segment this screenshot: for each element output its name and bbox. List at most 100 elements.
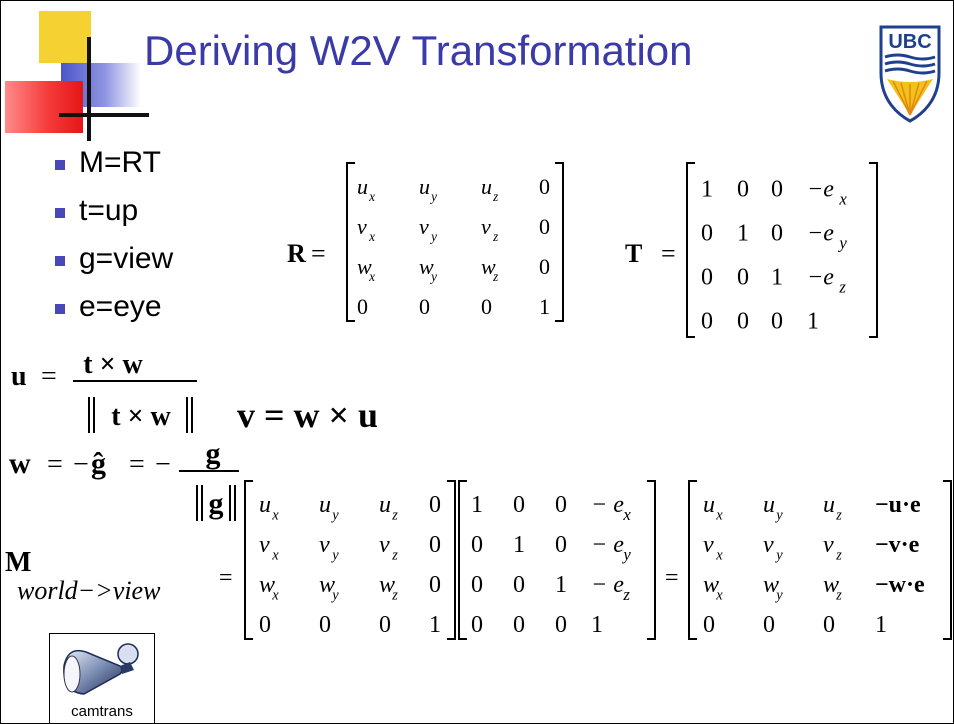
matrix-subscript: x xyxy=(271,507,279,523)
matrix-entry: 0 xyxy=(319,612,331,638)
matrix-entry: 0 xyxy=(357,294,368,319)
camtrans-applet-link[interactable]: camtrans xyxy=(49,633,155,723)
decor-red-block xyxy=(5,81,83,133)
m-subscript: world−>view xyxy=(17,576,161,605)
matrix-subscript: z xyxy=(391,587,398,603)
matrix-entry: 0 xyxy=(555,492,567,518)
matrix-entry: 0 xyxy=(737,176,749,202)
g-numerator: g xyxy=(206,437,221,470)
decor-yellow-block xyxy=(39,11,91,63)
matrix-subscript: x xyxy=(838,190,847,209)
matrix-subscript: x xyxy=(368,269,375,284)
ubc-logo: UBC xyxy=(879,25,941,123)
matrix-subscript: y xyxy=(774,587,783,603)
matrix-entry: 0 xyxy=(771,308,783,334)
matrix-subscript: y xyxy=(429,189,437,204)
matrix-bracket xyxy=(244,480,253,640)
matrix-entry: 1 xyxy=(471,492,483,518)
matrix-entry: 0 xyxy=(481,294,492,319)
matrix-subscript: z xyxy=(391,507,398,523)
u-denominator: t × w xyxy=(111,401,171,432)
matrix-entry: u xyxy=(419,174,430,199)
matrix-entry: v xyxy=(259,532,270,558)
matrix-subscript: z xyxy=(492,269,498,284)
matrix-bracket xyxy=(869,162,878,338)
matrix-entry: u xyxy=(481,174,492,199)
matrix-entry: u xyxy=(703,492,715,518)
matrix-entry: 0 xyxy=(771,220,783,246)
u-lhs: u xyxy=(11,361,27,392)
bullet-square-icon xyxy=(55,304,65,314)
matrix-bracket xyxy=(688,480,697,640)
matrix-entry: u xyxy=(319,492,331,518)
m-equals: = xyxy=(219,565,233,591)
matrix-r-label: R xyxy=(287,239,306,268)
matrix-bracket xyxy=(686,162,695,338)
matrix-entry: 0 xyxy=(737,264,749,290)
matrix-subscript: y xyxy=(621,545,631,564)
bullet-list: M=RT t=up g=view e=eye xyxy=(51,139,173,331)
matrix-entry: 0 xyxy=(701,220,713,246)
matrix-bracket xyxy=(458,480,467,640)
matrix-entry: u xyxy=(763,492,775,518)
w-equals-2: = xyxy=(129,449,145,480)
matrix-entry: 1 xyxy=(701,176,713,202)
matrix-entry: w xyxy=(259,572,275,598)
matrix-entry: v xyxy=(419,214,429,239)
matrix-entry: v xyxy=(763,532,774,558)
matrix-bracket xyxy=(555,162,564,322)
matrix-entry: w xyxy=(763,572,779,598)
matrix-entry: − e xyxy=(591,532,624,558)
matrix-entry: 0 xyxy=(513,612,525,638)
matrix-entry: u xyxy=(259,492,271,518)
decor-vertical-line xyxy=(87,37,91,141)
matrix-entry: w xyxy=(319,572,335,598)
matrix-subscript: z xyxy=(492,229,498,244)
matrix-entry: 0 xyxy=(513,492,525,518)
decor-horizontal-line xyxy=(59,113,149,117)
matrix-entry: 0 xyxy=(701,264,713,290)
bullet-square-icon xyxy=(55,256,65,266)
v-equation: v = w × u xyxy=(237,395,378,435)
w-minus-2: − xyxy=(155,449,171,480)
matrix-entry: 0 xyxy=(259,612,271,638)
matrix-entry: 0 xyxy=(539,174,550,199)
matrix-entry: 1 xyxy=(555,572,567,598)
matrix-subscript: y xyxy=(330,507,339,523)
matrix-entry: u xyxy=(823,492,835,518)
matrix-subscript: x xyxy=(622,505,631,524)
matrix-entry: w xyxy=(419,254,434,279)
matrix-subscript: x xyxy=(368,229,375,244)
matrix-entry: u xyxy=(379,492,391,518)
bullet-text: t=up xyxy=(79,194,139,227)
matrix-entry: 0 xyxy=(471,612,483,638)
bullet-text: g=view xyxy=(79,242,174,275)
matrix-entry: 0 xyxy=(513,572,525,598)
logo-text: UBC xyxy=(888,31,931,53)
bullet-item: e=eye xyxy=(51,283,173,331)
matrix-entry: 0 xyxy=(737,308,749,334)
matrix-entry: 0 xyxy=(555,612,567,638)
matrix-entry: −v·e xyxy=(875,532,920,558)
matrix-entry: 0 xyxy=(471,572,483,598)
matrix-entry: 0 xyxy=(379,612,391,638)
bullet-item: g=view xyxy=(51,235,173,283)
matrix-entry: v xyxy=(481,214,491,239)
matrix-entry: −u·e xyxy=(875,492,921,518)
matrix-entry: 1 xyxy=(807,308,819,334)
matrix-entry: 0 xyxy=(823,612,835,638)
matrix-entry: 0 xyxy=(771,176,783,202)
matrix-subscript: z xyxy=(835,587,842,603)
matrix-subscript: z xyxy=(835,507,842,523)
matrix-entry: 1 xyxy=(875,612,887,638)
w-lhs: w xyxy=(9,447,31,480)
u-numerator: t × w xyxy=(83,349,143,380)
matrix-subscript: y xyxy=(330,547,339,563)
matrix-entry: −e xyxy=(807,264,834,290)
matrix-entry: v xyxy=(823,532,834,558)
matrix-entry: 0 xyxy=(539,214,550,239)
matrix-subscript: z xyxy=(835,547,842,563)
m-label: M xyxy=(5,547,31,578)
